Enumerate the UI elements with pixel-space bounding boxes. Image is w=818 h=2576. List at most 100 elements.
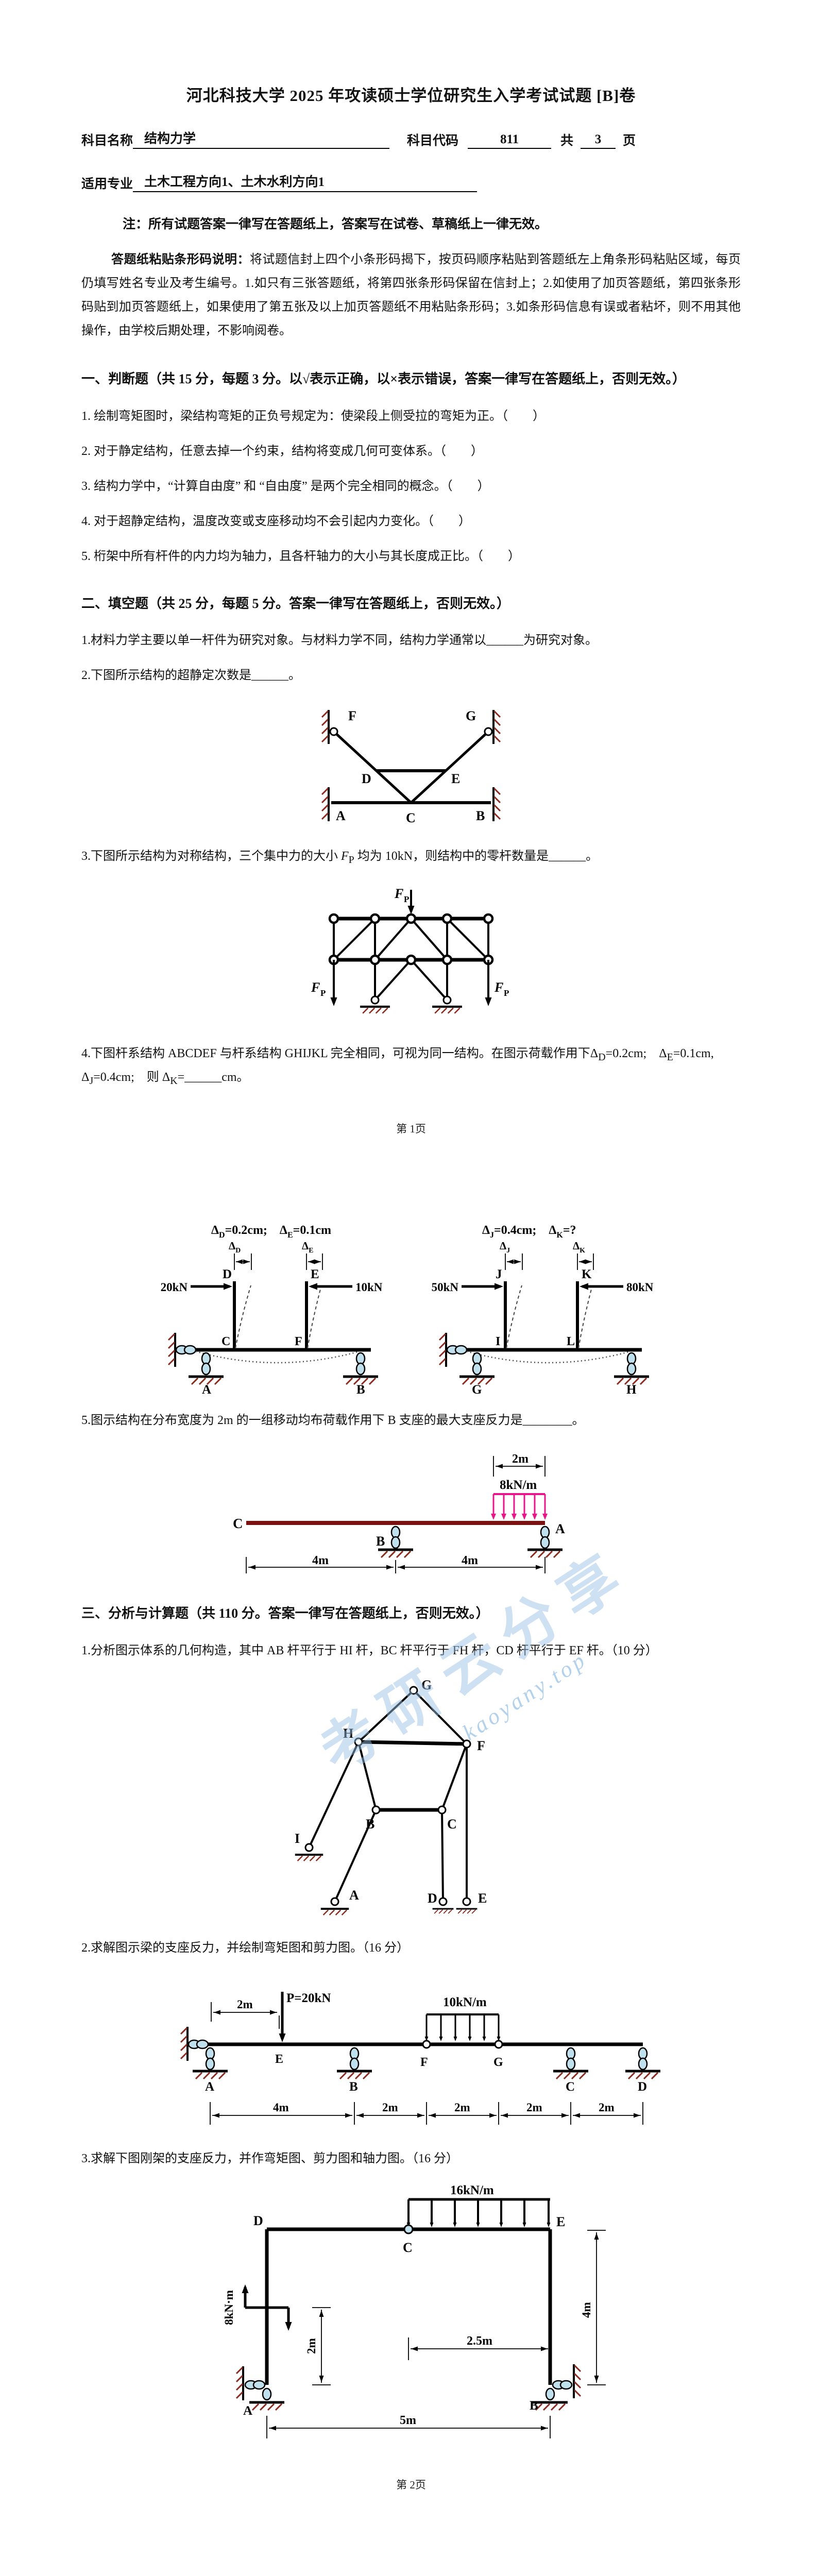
f5-dim-2: 4m	[462, 1554, 478, 1567]
f4b-sup-right: H	[626, 1383, 637, 1396]
figure-fill3: F P F P F P	[81, 883, 741, 1029]
f4b-title-delta1: Δ	[482, 1224, 490, 1237]
node-label-f: F	[348, 708, 356, 723]
c2-dim-top: 2m	[237, 1998, 253, 2011]
c2-label-d: D	[638, 2080, 647, 2094]
figure-calc1: G H F B C I A D E	[81, 1675, 741, 1924]
node-label-a: A	[336, 808, 346, 823]
section3-title: 三、分析与计算题（共 110 分。答案一律写在答题纸上，否则无效。）	[81, 1606, 489, 1621]
figure-fill4-pair: ΔD=0.2cm;ΔE=0.1cm ΔD ΔE 20kN	[81, 1218, 741, 1396]
f4a-title-val2: =0.1cm	[293, 1224, 331, 1237]
judge-item-1: 1. 绘制弯矩图时，梁结构弯矩的正负号规定为：使梁段上侧受拉的弯矩为正。（ ）	[81, 409, 545, 423]
barcode-lead: 答题纸粘贴条形码说明：	[111, 253, 250, 266]
svg-text:ΔE: ΔE	[302, 1240, 314, 1255]
c2-label-b: B	[349, 2080, 358, 2094]
pages-total-label: 共	[560, 134, 574, 148]
barcode-instructions: 答题纸粘贴条形码说明：将试题信封上四个小条形码揭下，按页码顺序粘贴到答题纸左上角…	[81, 248, 741, 343]
calc-item-3: 3.求解下图刚架的支座反力，并作弯矩图、剪力图和轴力图。（16 分）	[81, 2151, 458, 2165]
f4a-title-delta1-sub: D	[219, 1231, 225, 1240]
f5-dim-1: 4m	[312, 1554, 329, 1567]
section1-title: 一、判断题（共 15 分，每题 3 分。以√表示正确，以×表示错误，答案一律写在…	[81, 371, 686, 387]
svg-text:ΔJ: ΔJ	[500, 1240, 510, 1255]
c2-label-g: G	[493, 2056, 503, 2069]
f4a-load-right: 10kN	[355, 1281, 383, 1294]
f4a-sup-left: A	[202, 1383, 211, 1396]
node-label-g: G	[466, 708, 476, 723]
fill-item-3: 3.下图所示结构为对称结构，三个集中力的大小 FP 均为 10kN，则结构中的零…	[81, 850, 599, 866]
load-label-fp-right-sub: P	[504, 988, 509, 998]
load-label-fp-top: F	[394, 886, 403, 901]
f4b-title-delta1-sub: J	[490, 1231, 494, 1240]
node-label-e: E	[451, 771, 460, 786]
major-value: 土木工程方向1、土木水利方向1	[133, 172, 478, 192]
page-title: 河北科技大学 2025 年攻读硕士学位研究生入学考试试题 [B]卷	[186, 87, 636, 105]
load-label-fp-left-sub: P	[320, 988, 326, 998]
f4a-top-left: D	[223, 1267, 232, 1281]
f5-load-label: 8kN/m	[500, 1478, 537, 1492]
page-gap-2	[81, 2492, 741, 2569]
page1-footer: 第 1页	[396, 1123, 426, 1136]
figure-fill3-svg: F P F P F P	[311, 886, 509, 1027]
f4a-title-delta1: Δ	[211, 1224, 219, 1237]
figure-fill5: 2m 8kN/m C B A 4m 4m	[81, 1445, 741, 1577]
judge-item-4: 4. 对于超静定结构，温度改变或支座移动均不会引起内力变化。（ ）	[81, 514, 471, 528]
c3-label-b: B	[530, 2399, 538, 2413]
f4b-dim1-sub: J	[506, 1247, 510, 1255]
svg-text:ΔK: ΔK	[573, 1240, 585, 1255]
code-value: 811	[468, 132, 552, 149]
f4a-title-delta2: Δ	[280, 1224, 287, 1237]
c3-label-a: A	[243, 2404, 252, 2418]
f5-label-b: B	[376, 1534, 385, 1549]
c3-label-c: C	[403, 2240, 413, 2255]
major-row: 适用专业 土木工程方向1、土木水利方向1	[81, 172, 741, 192]
judge-item-3: 3. 结构力学中，“计算自由度” 和 “自由度” 是两个完全相同的概念。（ ）	[81, 479, 490, 493]
figure-fill2-svg: F G D E A C B	[321, 708, 501, 825]
c3-load-label: 16kN/m	[450, 2183, 494, 2197]
subject-row: 科目名称 结构力学 科目代码 811 共 3 页	[81, 128, 741, 149]
f5-label-a: A	[555, 1521, 565, 1536]
c1-label-d: D	[428, 1891, 437, 1906]
f4b-title-delta2: Δ	[549, 1224, 556, 1237]
c2-label-c: C	[566, 2080, 575, 2094]
fill-item-1: 1.材料力学主要以单一杆件为研究对象。与材料力学不同，结构力学通常以______…	[81, 634, 598, 648]
f4b-dim2-sub: K	[580, 1247, 585, 1255]
f4b-top-right: K	[582, 1267, 592, 1281]
code-label: 科目代码	[407, 134, 459, 148]
c1-label-e: E	[478, 1891, 487, 1906]
c2-dim-1: 4m	[273, 2101, 289, 2114]
c2-load-p: P=20kN	[286, 1991, 331, 2005]
load-label-fp-right: F	[494, 980, 503, 995]
figure-fill2: F G D E A C B	[81, 700, 741, 832]
f4b-title-val2: =?	[563, 1224, 576, 1237]
figure-fill4-left-svg: ΔD=0.2cm;ΔE=0.1cm ΔD ΔE 20kN	[161, 1224, 383, 1396]
calc-item-1: 1.分析图示体系的几何构造，其中 AB 杆平行于 HI 杆，BC 杆平行于 FH…	[81, 1643, 658, 1657]
svg-text:ΔD: ΔD	[229, 1240, 241, 1255]
figure-fill5-svg: 2m 8kN/m C B A 4m 4m	[233, 1452, 565, 1574]
f4a-base-left: C	[221, 1335, 230, 1348]
f4b-base-left: I	[496, 1335, 500, 1348]
f4a-dim1: Δ	[229, 1240, 235, 1252]
page-gap-1	[81, 1136, 741, 1213]
c3-dim-25: 2.5m	[467, 2334, 492, 2348]
c3-dim-2: 2m	[305, 2338, 318, 2354]
c2-label-e: E	[275, 2053, 283, 2066]
fill-item-2: 2.下图所示结构的超静定次数是______。	[81, 669, 301, 683]
pages-value: 3	[581, 132, 616, 149]
f4a-base-right: F	[295, 1335, 302, 1348]
c1-label-c: C	[447, 1817, 457, 1832]
f4a-title-val1: =0.2cm;	[225, 1224, 267, 1237]
major-label: 适用专业	[81, 177, 133, 191]
figure-calc3: 16kN/m D C E 8kN·m	[81, 2183, 741, 2446]
f5-label-c: C	[233, 1516, 243, 1531]
f4a-sup-right: B	[356, 1383, 365, 1396]
c2-label-f: F	[420, 2056, 428, 2069]
page2-footer: 第 2页	[396, 2478, 426, 2491]
c2-label-a: A	[205, 2080, 214, 2094]
c3-dim-5: 5m	[400, 2414, 416, 2427]
f4b-title-delta2-sub: K	[556, 1231, 563, 1240]
figure-fill4-right-svg: ΔJ=0.4cm;ΔK=? ΔJ ΔK 50kN	[432, 1224, 654, 1396]
load-label-fp-left: F	[311, 980, 320, 995]
figure-calc2: P=20kN 2m 10kN/m A E	[81, 1972, 741, 2134]
c3-moment-label: 8kN·m	[223, 2290, 235, 2325]
